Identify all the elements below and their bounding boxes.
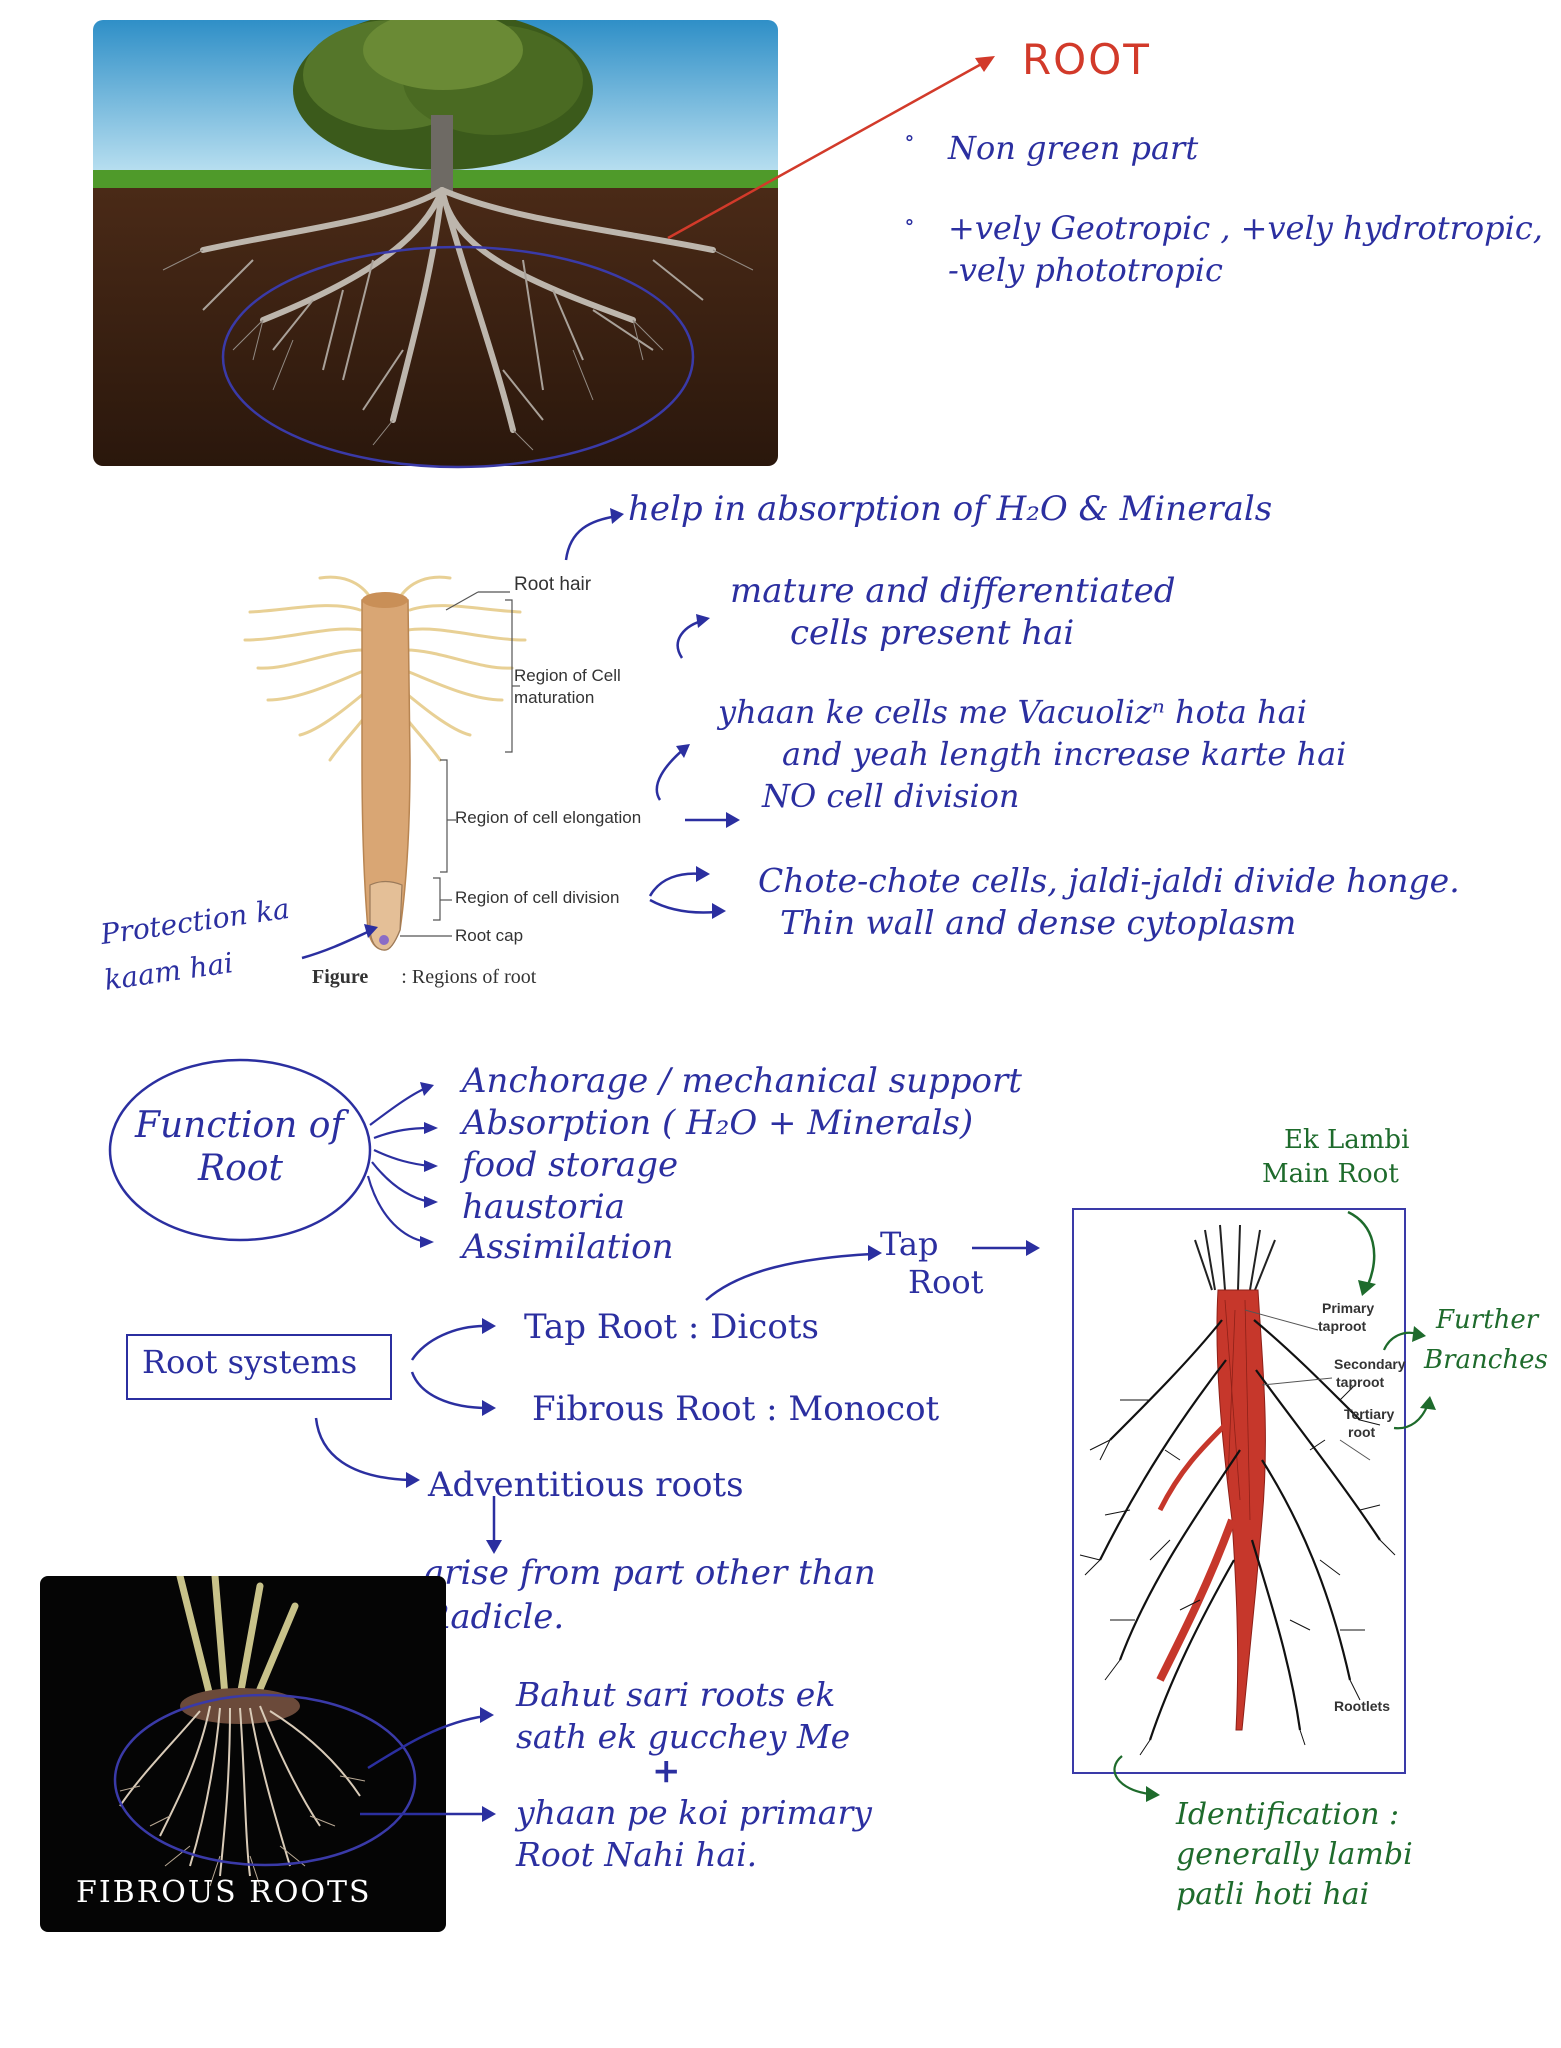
label-tertiary-root-1: Tertiary (1344, 1406, 1395, 1422)
division-note-1: Chote-chote cells, jaldi-jaldi divide ho… (758, 861, 1460, 900)
identification-note-3: patli hoti hai (1176, 1877, 1370, 1912)
root-bullet-1: Non green part (948, 129, 1199, 167)
function-item-3: food storage (462, 1145, 679, 1185)
tap-root-label-2: Root (908, 1263, 984, 1301)
protection-note-2: kaam hai (102, 946, 236, 997)
function-item-4: haustoria (462, 1187, 626, 1227)
root-systems-label: Root systems (142, 1343, 358, 1381)
ek-lambi-note-2: Main Root (1262, 1159, 1399, 1189)
label-maturation-2: maturation (514, 688, 595, 707)
function-item-1: Anchorage / mechanical support (462, 1061, 1022, 1101)
fibrous-roots-label: FIBROUS ROOTS (76, 1875, 372, 1910)
function-heading-2: Root (198, 1148, 283, 1189)
root-systems-box (126, 1334, 392, 1400)
label-primary-taproot-2: taproot (1318, 1318, 1367, 1334)
tap-root-text: Tap Root : Dicots (524, 1307, 819, 1347)
protection-note-1: Protection ka (98, 891, 292, 952)
elongation-note-1: yhaan ke cells me Vacuolizⁿ hota hai (718, 693, 1307, 731)
tree-photo (93, 20, 778, 466)
maturation-note-1: mature and differentiated (730, 571, 1176, 611)
label-elongation: Region of cell elongation (455, 808, 642, 827)
label-maturation-1: Region of Cell (514, 666, 621, 685)
adventitious-note-1: arise from part other than (424, 1553, 876, 1593)
division-note-2: Thin wall and dense cytoplasm (780, 903, 1297, 942)
caption-text: : Regions of root (401, 966, 537, 988)
fibrous-note-1: Bahut sari roots ek (516, 1675, 836, 1714)
absorption-note: help in absorption of H₂O & Minerals (628, 489, 1273, 529)
fibrous-plus: + (652, 1751, 681, 1791)
root-bullet-3: -vely phototropic (948, 251, 1223, 289)
label-secondary-taproot-1: Secondary (1334, 1356, 1406, 1372)
label-rootlets: Rootlets (1334, 1698, 1390, 1714)
identification-note-2: generally lambi (1176, 1837, 1413, 1872)
fibrous-note-3: yhaan pe koi primary (516, 1793, 872, 1832)
function-heading-1: Function of (135, 1105, 344, 1146)
adventitious-text: Adventitious roots (428, 1465, 744, 1505)
root-title: ROOT (1022, 35, 1151, 84)
label-tertiary-root-2: root (1348, 1424, 1376, 1440)
root-bullet-2: +vely Geotropic , +vely hydrotropic, (948, 209, 1543, 247)
further-note-2: Branches (1424, 1345, 1548, 1375)
figure-caption: Figure : Regions of root (312, 966, 536, 989)
further-note-1: Further (1436, 1305, 1539, 1335)
caption-bold: Figure (312, 966, 369, 988)
maturation-note-2: cells present hai (790, 613, 1075, 653)
tap-root-label-1: Tap (880, 1225, 939, 1263)
label-secondary-taproot-2: taproot (1336, 1374, 1385, 1390)
function-item-2: Absorption ( H₂O + Minerals) (462, 1103, 974, 1143)
function-item-5: Assimilation (462, 1227, 674, 1267)
identification-note-1: Identification : (1176, 1797, 1400, 1832)
bullet-dot: ∘ (904, 126, 915, 151)
label-division: Region of cell division (455, 888, 620, 907)
ek-lambi-note-1: Ek Lambi (1284, 1125, 1410, 1155)
adventitious-note-2: Radicle. (424, 1597, 565, 1637)
fibrous-note-4: Root Nahi hai. (516, 1835, 758, 1874)
elongation-note-3: NO cell division (762, 777, 1020, 815)
taproot-figure-frame (1072, 1208, 1406, 1774)
fibrous-note-2: sath ek gucchey Me (516, 1717, 851, 1756)
label-root-hair: Root hair (514, 574, 592, 595)
label-primary-taproot-1: Primary (1322, 1300, 1375, 1316)
fibrous-root-text: Fibrous Root : Monocot (532, 1389, 940, 1429)
elongation-note-2: and yeah length increase karte hai (782, 735, 1347, 773)
label-root-cap: Root cap (455, 926, 524, 945)
bullet-dot: ∘ (904, 210, 915, 235)
